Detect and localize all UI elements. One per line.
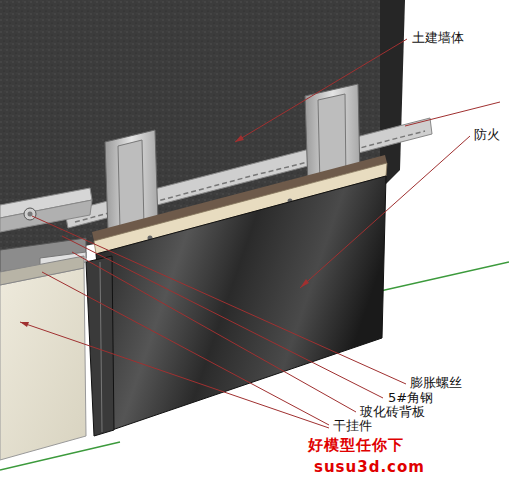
part-label: 膨胀螺丝 xyxy=(408,375,464,390)
part-label: 土建墙体 xyxy=(410,30,466,45)
part-label: 5#角钢 xyxy=(386,390,435,405)
part-label: 干挂件 xyxy=(331,418,374,433)
watermark: susu3d.com xyxy=(312,458,427,476)
part-label: 防火 xyxy=(472,127,502,142)
part-label: 玻化砖背板 xyxy=(358,404,427,419)
watermark: 好模型任你下 xyxy=(306,436,406,454)
